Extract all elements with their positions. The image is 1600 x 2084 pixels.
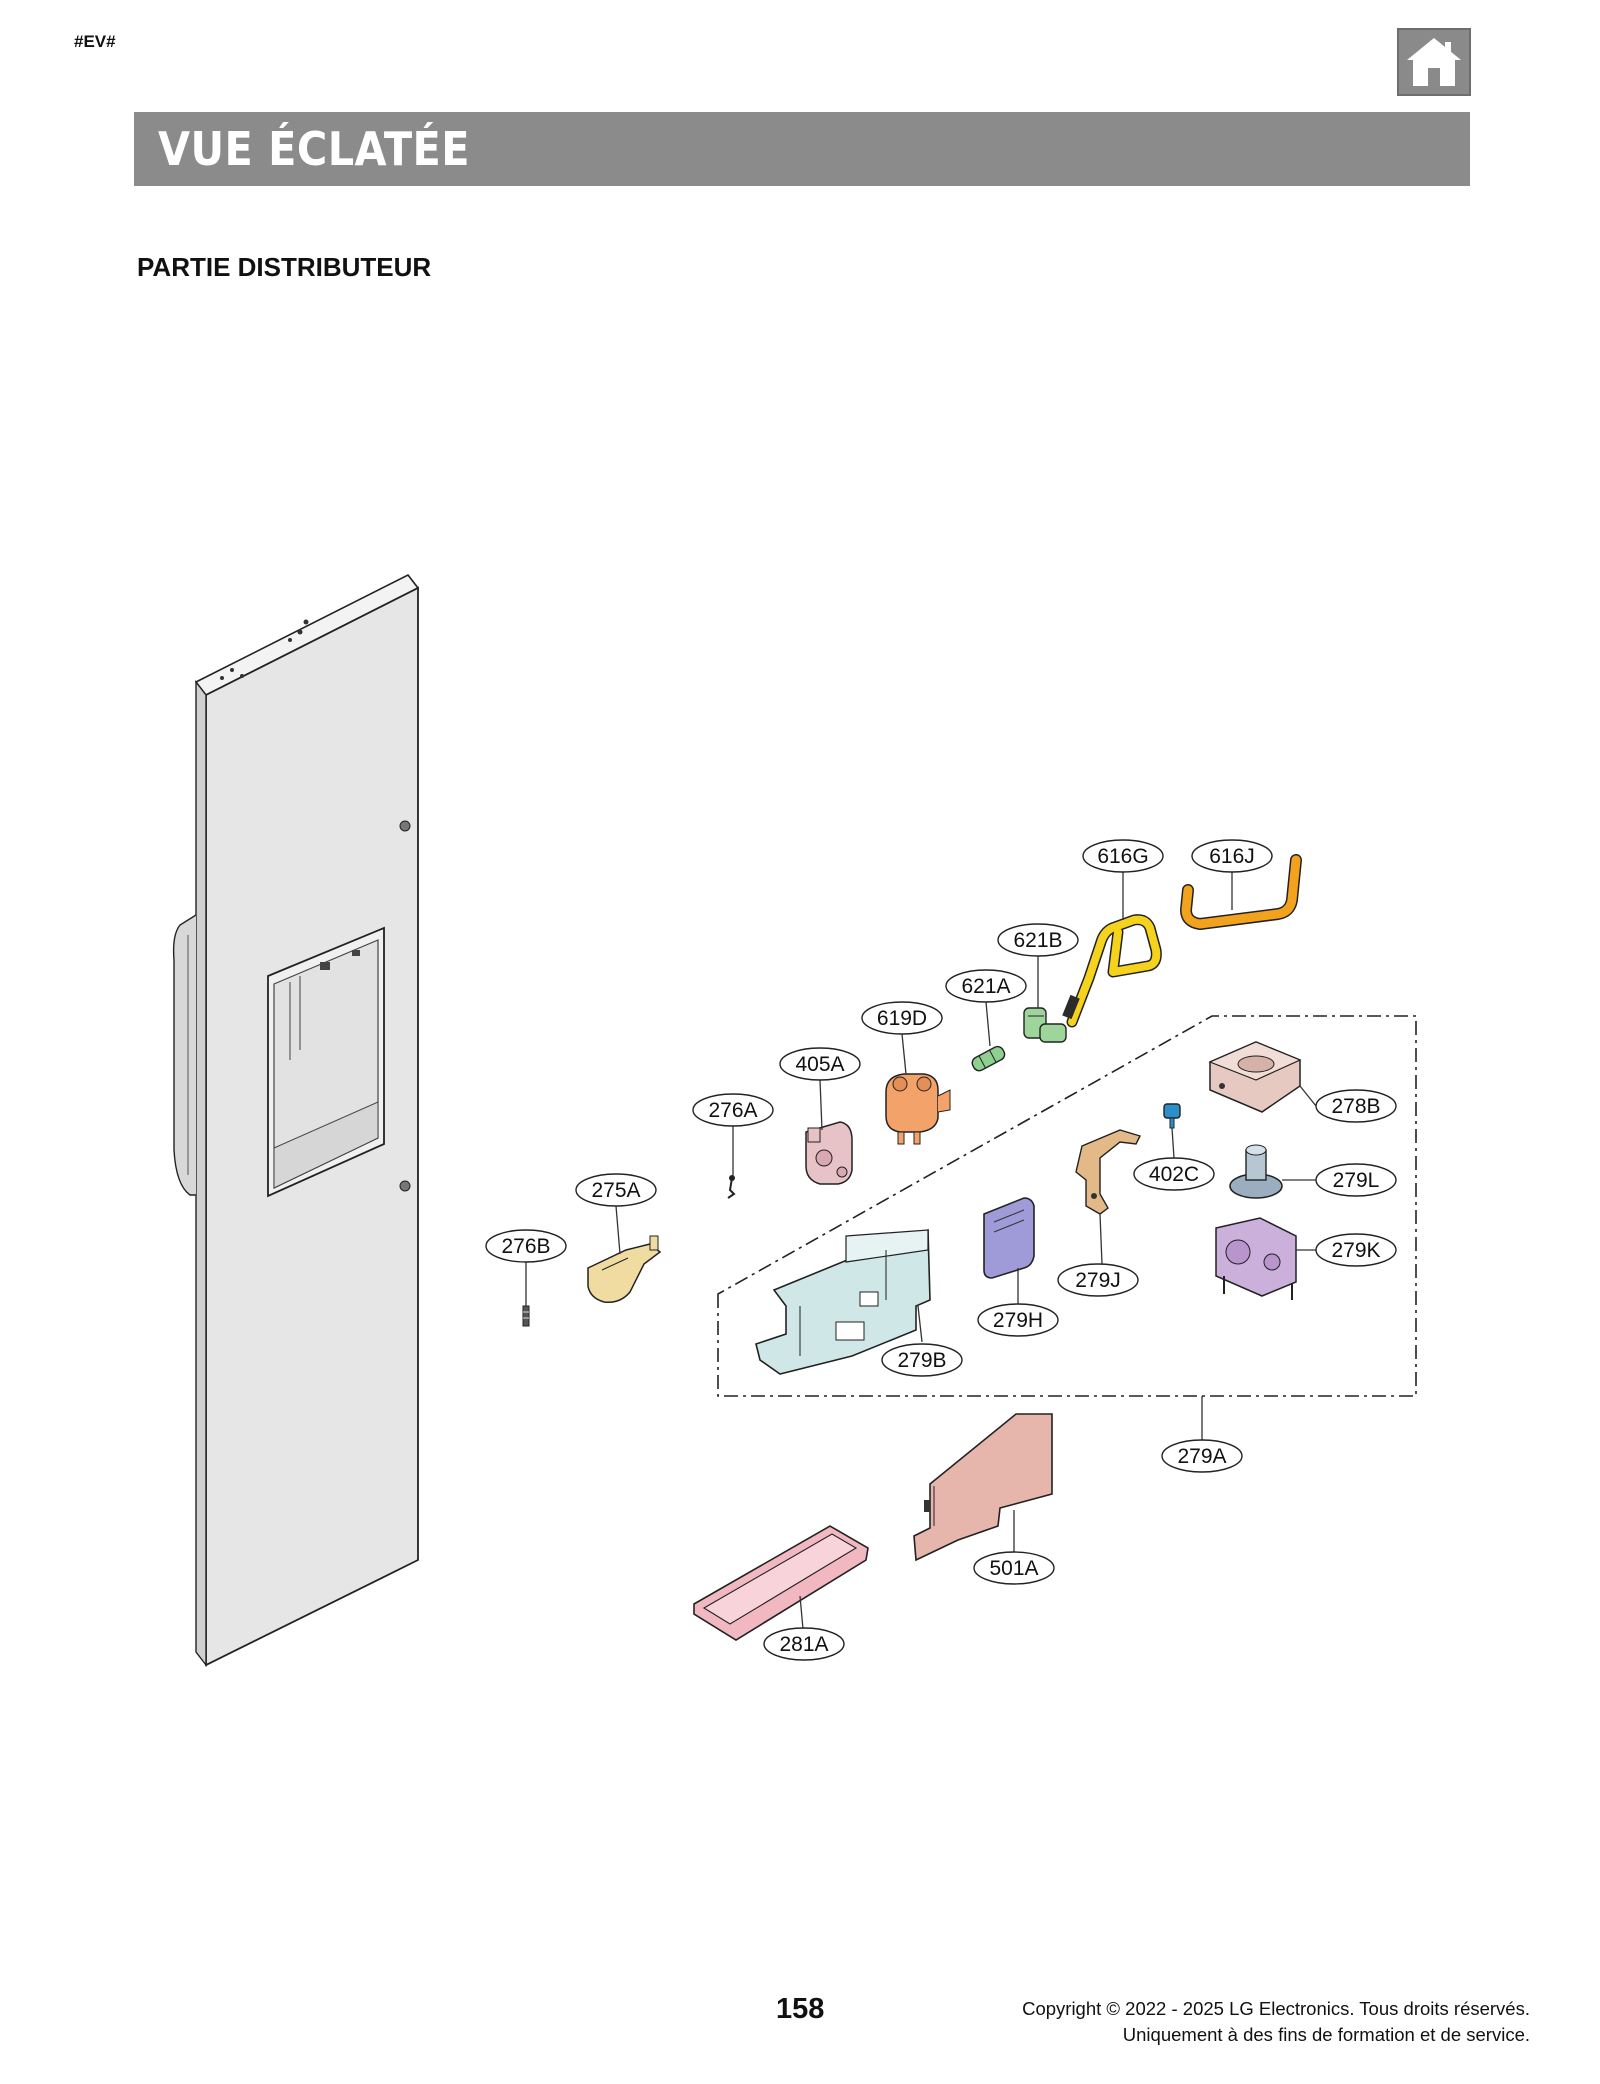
callout-label: 616J (1209, 845, 1255, 868)
part-278B-funnel (1208, 1041, 1302, 1113)
home-button[interactable] (1397, 28, 1471, 96)
part-402C-sensor (1163, 1103, 1181, 1129)
callout-label: 278B (1331, 1095, 1380, 1118)
part-276B-pin (522, 1305, 530, 1327)
callout-279A: 279A (1161, 1439, 1243, 1473)
callout-label: 279K (1331, 1239, 1380, 1262)
callout-label: 616G (1097, 845, 1148, 868)
callout-619D: 619D (861, 1001, 943, 1035)
callout-279K: 279K (1315, 1233, 1397, 1267)
page-number: 158 (776, 1993, 825, 2025)
callout-label: 275A (591, 1179, 640, 1202)
part-279L-actuator (1229, 1144, 1283, 1199)
part-616J-tube (1180, 854, 1302, 930)
callout-276B: 276B (485, 1229, 567, 1263)
part-619D-water-valve (885, 1073, 951, 1145)
page-title: VUE ÉCLATÉE (158, 122, 470, 176)
callout-278B: 278B (1315, 1089, 1397, 1123)
part-621A-connector (971, 1045, 1006, 1072)
part-279B-housing (755, 1228, 931, 1375)
callout-275A: 275A (575, 1173, 657, 1207)
callout-label: 501A (989, 1557, 1038, 1580)
copyright-line: Copyright © 2022 - 2025 LG Electronics. … (1022, 1998, 1530, 2019)
callout-label: 276A (708, 1099, 757, 1122)
part-405A-motor (805, 1121, 853, 1185)
callout-label: 276B (501, 1235, 550, 1258)
callout-label: 281A (779, 1633, 828, 1656)
callout-279B: 279B (881, 1343, 963, 1377)
part-621B-fitting (1023, 1007, 1067, 1043)
section-title: PARTIE DISTRIBUTEUR (137, 252, 432, 282)
part-276A-clip (727, 1175, 736, 1199)
callout-label: 279J (1075, 1269, 1121, 1292)
part-616G-tube (1062, 914, 1162, 1028)
callout-279L: 279L (1315, 1163, 1397, 1197)
assembly-279A-boundary (717, 1015, 1417, 1397)
callout-616J: 616J (1191, 839, 1273, 873)
part-279J-bracket (1075, 1129, 1141, 1215)
callout-616G: 616G (1082, 839, 1164, 873)
leader-lines (525, 872, 1317, 1641)
callout-label: 279A (1177, 1445, 1226, 1468)
callout-281A: 281A (763, 1627, 845, 1661)
callout-276A: 276A (692, 1093, 774, 1127)
part-279H-cover (983, 1197, 1035, 1279)
callout-label: 279H (993, 1309, 1043, 1332)
document-tag: #EV# (74, 32, 116, 51)
callout-label: 279L (1333, 1169, 1380, 1192)
copyright-notice: Copyright © 2022 - 2025 LG Electronics. … (1022, 1996, 1530, 2048)
callout-279H: 279H (977, 1303, 1059, 1337)
callout-label: 279B (897, 1349, 946, 1372)
title-bar: VUE ÉCLATÉE (134, 112, 1470, 186)
callout-405A: 405A (779, 1047, 861, 1081)
home-icon (1407, 38, 1461, 86)
door-panel (172, 573, 420, 1668)
callout-621B: 621B (997, 923, 1079, 957)
part-279K-gear-housing (1215, 1217, 1297, 1300)
callout-label: 621A (961, 975, 1010, 998)
callout-label: 405A (795, 1053, 844, 1076)
callout-279J: 279J (1057, 1263, 1139, 1297)
part-281A-tray (693, 1525, 869, 1641)
callout-label: 402C (1149, 1163, 1199, 1186)
callout-402C: 402C (1133, 1157, 1215, 1191)
part-275A-lever (587, 1235, 662, 1304)
callout-label: 621B (1013, 929, 1062, 952)
callout-501A: 501A (973, 1551, 1055, 1585)
part-501A-cover (913, 1413, 1053, 1562)
usage-notice: Uniquement à des fins de formation et de… (1122, 2024, 1530, 2045)
callout-label: 619D (877, 1007, 927, 1030)
callout-621A: 621A (945, 969, 1027, 1003)
